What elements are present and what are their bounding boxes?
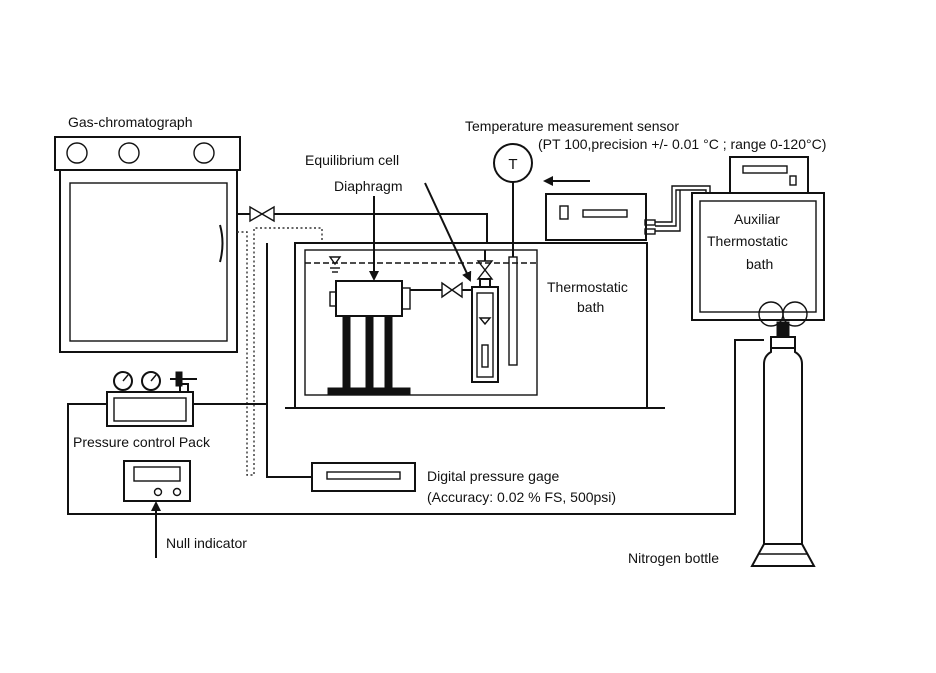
diaphragm-vessel	[471, 250, 499, 383]
gc-sample-line	[237, 205, 488, 243]
nitrogen-line	[67, 339, 764, 515]
equilibrium-cell	[327, 280, 411, 395]
null-indicator	[123, 460, 191, 502]
thermostatic-bath-label-1: Thermostatic	[547, 279, 628, 295]
auxiliar-thermostatic-bath	[691, 156, 825, 321]
auxiliar-label-2: Thermostatic	[707, 233, 788, 249]
digital-pressure-gage	[311, 462, 416, 492]
label-arrows	[151, 176, 590, 558]
nitrogen-bottle	[750, 301, 816, 567]
null-indicator-label: Null indicator	[166, 535, 247, 551]
equilibrium-cell-label: Equilibrium cell	[305, 152, 399, 168]
auxiliar-label-1: Auxiliar	[734, 211, 780, 227]
diaphragm-arrow	[424, 182, 472, 282]
gage-line	[266, 404, 312, 478]
auxiliar-label-3: bath	[746, 256, 773, 272]
gc-dotted-line	[237, 227, 332, 476]
digital-pressure-gage-label: Digital pressure gage	[427, 468, 560, 484]
temperature-indicator	[545, 193, 656, 241]
aux-bath-hoses	[655, 185, 711, 232]
nitrogen-bottle-label: Nitrogen bottle	[628, 550, 719, 566]
thermostatic-bath-label-2: bath	[577, 299, 604, 315]
pressure-control-pack	[106, 371, 197, 427]
gas-chromatograph	[54, 136, 241, 353]
temperature-sensor-spec: (PT 100,precision +/- 0.01 °C ; range 0-…	[538, 136, 826, 152]
diaphragm-label: Diaphragm	[334, 178, 402, 194]
temperature-sensor-symbol: T	[508, 156, 517, 173]
temperature-sensor: T	[493, 143, 533, 366]
gas-chromatograph-label: Gas-chromatograph	[68, 114, 193, 130]
digital-pressure-gage-spec: (Accuracy: 0.02 % FS, 500psi)	[427, 489, 616, 505]
pressure-control-pack-label: Pressure control Pack	[73, 434, 211, 450]
temperature-sensor-label: Temperature measurement sensor	[465, 118, 679, 134]
